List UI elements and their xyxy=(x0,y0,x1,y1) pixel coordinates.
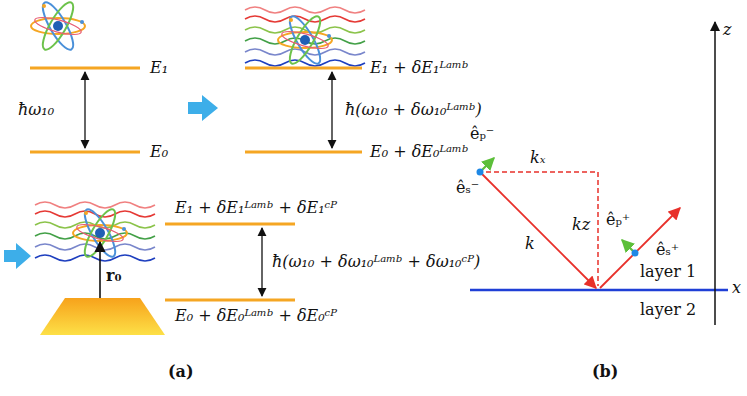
polarization-label: êₚ⁺ xyxy=(606,210,630,229)
energy-label: E₀ xyxy=(150,142,168,161)
s-polarization-dot xyxy=(632,250,639,257)
energy-label: E₁ + δE₁ᴸᵃᵐᵇ + δE₁ᶜᴾ xyxy=(175,198,337,217)
surface-slab xyxy=(40,298,165,335)
wavevector-label: k xyxy=(525,234,535,253)
energy-level xyxy=(165,299,295,302)
gap-arrow xyxy=(331,72,332,148)
energy-level xyxy=(245,67,362,70)
position-label: r₀ xyxy=(106,266,121,285)
energy-level xyxy=(245,151,362,154)
step-arrow xyxy=(188,95,218,121)
polarization-label: êₚ⁻ xyxy=(470,124,494,143)
axis-label: x xyxy=(732,278,741,297)
energy-label: E₀ + δE₀ᴸᵃᵐᵇ + δE₀ᶜᴾ xyxy=(175,306,337,325)
gap-arrow xyxy=(261,228,262,296)
layer-label: layer 1 xyxy=(640,262,696,281)
kx-projection xyxy=(486,171,598,173)
atom-icon xyxy=(31,0,85,53)
panel-label: (b) xyxy=(592,362,618,381)
gap-label: ħω₁₀ xyxy=(18,100,54,119)
wavevector-label: kz xyxy=(572,215,590,234)
step-arrow xyxy=(4,243,31,269)
panel-label: (a) xyxy=(168,362,194,381)
polarization-label: êₛ⁻ xyxy=(456,178,479,197)
layer-label: layer 2 xyxy=(640,300,696,319)
energy-level xyxy=(30,151,140,154)
gap-label: ħ(ω₁₀ + δω₁₀ᴸᵃᵐᵇ) xyxy=(345,100,482,119)
z-axis xyxy=(714,22,716,325)
wavevector-label: kₓ xyxy=(530,148,545,167)
gap-arrow xyxy=(84,72,85,148)
energy-level xyxy=(165,223,295,226)
position-arrow xyxy=(99,242,101,298)
interface-line xyxy=(470,289,728,292)
atom-icon xyxy=(278,13,332,68)
polarization-label: êₛ⁺ xyxy=(656,240,679,259)
energy-label: E₁ xyxy=(150,58,168,77)
s-polarization-dot xyxy=(477,169,484,176)
energy-label: E₁ + δE₁ᴸᵃᵐᵇ xyxy=(370,58,468,77)
energy-level xyxy=(30,67,140,70)
energy-label: E₀ + δE₀ᴸᵃᵐᵇ xyxy=(370,142,468,161)
axis-label: z xyxy=(723,20,731,39)
kz-projection xyxy=(597,172,599,286)
gap-label: ħ(ω₁₀ + δω₁₀ᴸᵃᵐᵇ + δω₁₀ᶜᴾ) xyxy=(272,252,480,271)
incident-ray xyxy=(480,172,596,288)
field-waves xyxy=(35,202,155,261)
